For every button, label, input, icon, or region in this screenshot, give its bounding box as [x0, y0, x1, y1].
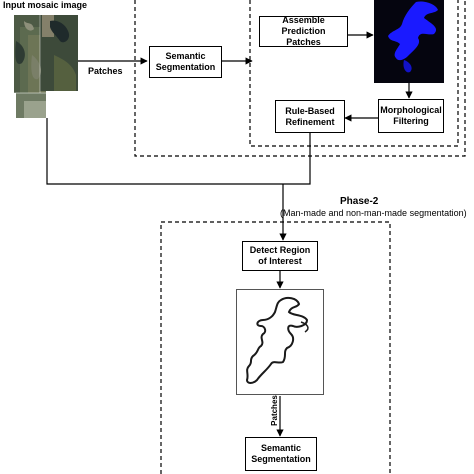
roi-boundary-image — [236, 289, 324, 395]
assemble-prediction-box: Assemble Prediction Patches — [259, 15, 348, 47]
input-mosaic-image — [14, 15, 78, 118]
prediction-mask-art — [374, 0, 444, 83]
patches-label: Patches — [88, 66, 123, 76]
detect-region-box: Detect Region of Interest — [242, 241, 318, 271]
phase2-title: Phase-2 — [340, 196, 379, 207]
patches-label-vertical: Patches — [269, 395, 279, 426]
roi-boundary-art — [245, 296, 309, 384]
input-title: Input mosaic image — [3, 0, 88, 10]
semantic-segmentation-box-phase2: Semantic Segmentation — [245, 437, 317, 471]
rule-based-refinement-box: Rule-Based Refinement — [275, 100, 345, 133]
phase2-frame — [160, 221, 391, 474]
semantic-segmentation-box-phase1: Semantic Segmentation — [149, 46, 222, 78]
prediction-mask-image — [374, 0, 444, 83]
phase1-inner-frame — [249, 0, 459, 147]
input-mosaic-art — [14, 15, 78, 118]
line-input-down — [46, 118, 283, 185]
phase2-subtitle: (Man-made and non-man-made segmentation) — [280, 208, 467, 218]
line-rule-down — [283, 133, 311, 185]
morphological-filtering-box: Morphological Filtering — [378, 99, 444, 133]
phase1-outer-frame — [134, 0, 466, 157]
